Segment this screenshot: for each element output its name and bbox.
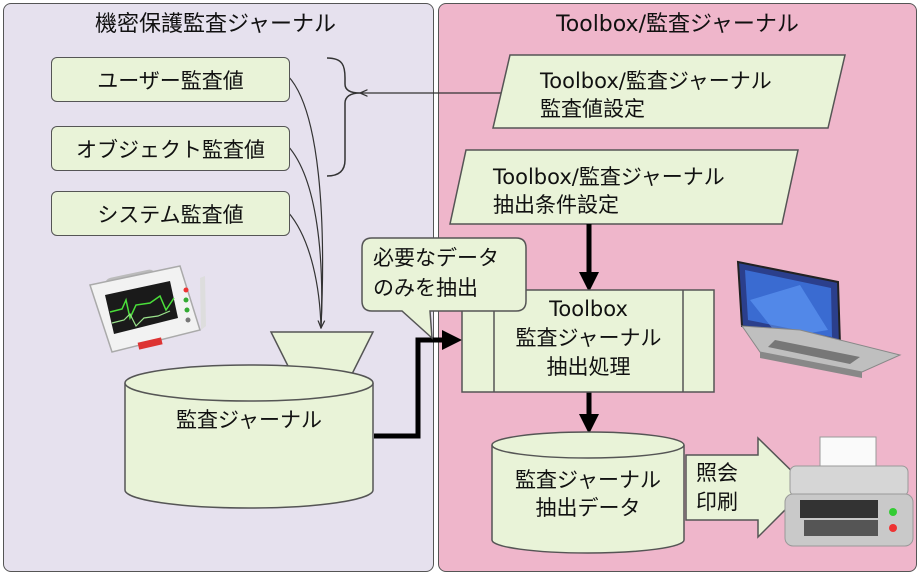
audit-value-setting-shape bbox=[492, 54, 846, 129]
left-panel-title: 機密保護監査ジャーナル bbox=[95, 12, 336, 37]
laptop-icon bbox=[736, 260, 902, 378]
user-audit-value-box: ユーザー監査値 bbox=[51, 57, 290, 102]
object-audit-value-box: オブジェクト監査値 bbox=[51, 126, 290, 171]
system-audit-value-label: システム監査値 bbox=[97, 202, 244, 227]
output-data-cylinder bbox=[491, 431, 685, 554]
connector-user bbox=[287, 75, 323, 328]
output-data-line1: 監査ジャーナル bbox=[515, 468, 661, 492]
audit-value-setting-line1: Toolbox/監査ジャーナル bbox=[540, 69, 772, 93]
process-line3: 抽出処理 bbox=[546, 355, 631, 379]
object-audit-value-label: オブジェクト監査値 bbox=[76, 137, 265, 162]
flow-arrow-journal-to-process bbox=[374, 330, 462, 439]
right-panel-title: Toolbox/監査ジャーナル bbox=[556, 12, 799, 37]
process-line2: 監査ジャーナル bbox=[515, 326, 662, 350]
output-action-arrow bbox=[685, 436, 810, 539]
connector-object bbox=[287, 145, 323, 329]
audit-journal-cylinder bbox=[124, 364, 374, 509]
extract-condition-setting-shape bbox=[449, 149, 799, 225]
output-action-inquiry: 照会 bbox=[696, 461, 738, 485]
user-audit-value-label: ユーザー監査値 bbox=[97, 68, 244, 93]
extract-condition-setting-line2: 抽出条件設定 bbox=[493, 193, 619, 217]
extract-condition-setting-line1: Toolbox/監査ジャーナル bbox=[493, 165, 725, 189]
callout-bubble bbox=[361, 237, 527, 340]
output-action-print: 印刷 bbox=[696, 490, 738, 514]
printer-icon bbox=[784, 436, 914, 547]
callout-line1: 必要なデータ bbox=[373, 246, 499, 270]
brace bbox=[326, 57, 361, 177]
audit-value-setting-line2: 監査値設定 bbox=[540, 97, 645, 121]
callout-line2: のみを抽出 bbox=[373, 276, 478, 300]
process-line1: Toolbox bbox=[549, 297, 628, 321]
output-data-line2: 抽出データ bbox=[535, 496, 641, 520]
medical-monitor-icon bbox=[89, 265, 206, 353]
connector-system bbox=[287, 211, 322, 329]
system-audit-value-box: システム監査値 bbox=[51, 191, 290, 236]
audit-journal-label: 監査ジャーナル bbox=[176, 408, 322, 432]
